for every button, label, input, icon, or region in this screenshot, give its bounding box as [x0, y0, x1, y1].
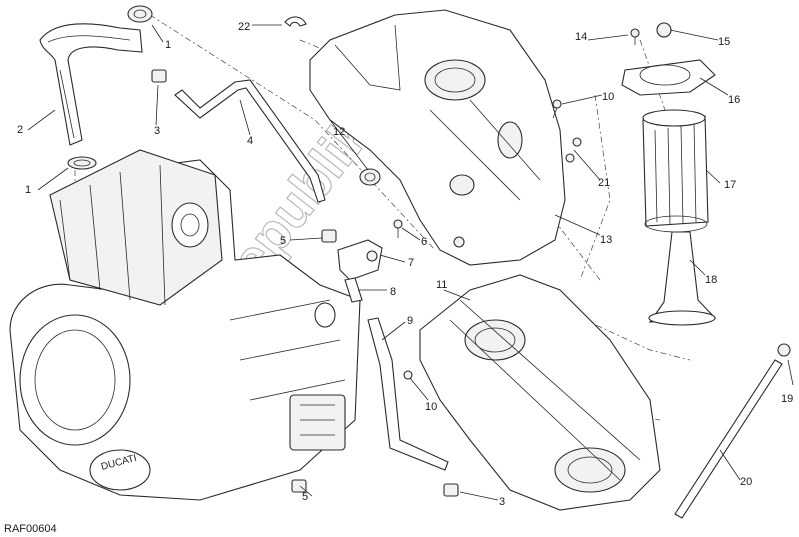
callout-19: 19 [781, 393, 793, 405]
breather-hose [39, 23, 143, 146]
callout-16: 16 [728, 94, 740, 106]
hose-clamp-top [127, 5, 153, 23]
callouts: 1 1 2 3 3 4 5 5 6 7 8 9 10 10 11 12 13 1… [17, 21, 793, 508]
callout-9: 9 [407, 315, 413, 327]
callout-8: 8 [390, 286, 396, 298]
air-filter-element [642, 109, 709, 233]
callout-10: 10 [425, 401, 437, 413]
screw-21-lower [565, 153, 575, 163]
callout-22: 22 [238, 21, 250, 33]
callout-12: 12 [333, 126, 345, 138]
callout-2: 2 [17, 124, 23, 136]
breather-tube [367, 317, 449, 471]
hose-clamp-bottom [67, 156, 97, 170]
filter-cap [621, 22, 716, 96]
callout-1: 1 [165, 39, 171, 51]
intake-funnel [648, 231, 717, 326]
circlip [284, 16, 307, 27]
leader-lines [27, 24, 794, 501]
reference-code: RAF00604 [4, 523, 57, 535]
callout-1: 1 [25, 184, 31, 196]
tube-clamp-5-lower [291, 479, 307, 493]
grommet [359, 168, 381, 186]
breather-fitting [337, 239, 383, 303]
tube-clamp-5-upper [321, 229, 337, 243]
engine-assembly: DUCATI [9, 149, 361, 501]
callout-6: 6 [421, 236, 427, 248]
callout-7: 7 [408, 257, 414, 269]
hose-clip-upper [151, 69, 167, 83]
drain-pipe [174, 79, 326, 203]
callout-17: 17 [724, 179, 736, 191]
screw-10-lower [403, 370, 413, 380]
callout-14: 14 [575, 31, 587, 43]
screws [393, 28, 640, 380]
callout-21: 21 [598, 177, 610, 189]
callout-20: 20 [740, 476, 752, 488]
callout-3: 3 [499, 496, 505, 508]
callout-3: 3 [154, 125, 160, 137]
callout-4: 4 [247, 135, 253, 147]
screw-6 [393, 219, 403, 238]
callout-10: 10 [602, 91, 614, 103]
retaining-strap [674, 343, 791, 519]
screw-14 [630, 28, 640, 45]
airbox-cover [309, 9, 566, 266]
hose-clip-lower [443, 483, 459, 497]
screw-10-upper [552, 99, 562, 119]
callout-13: 13 [600, 234, 612, 246]
airbox-base [419, 274, 661, 511]
callout-5: 5 [280, 235, 286, 247]
callout-18: 18 [705, 274, 717, 286]
callout-11: 11 [436, 279, 447, 291]
callout-15: 15 [718, 36, 730, 48]
screw-21-upper [572, 137, 582, 147]
callout-5: 5 [302, 491, 308, 503]
